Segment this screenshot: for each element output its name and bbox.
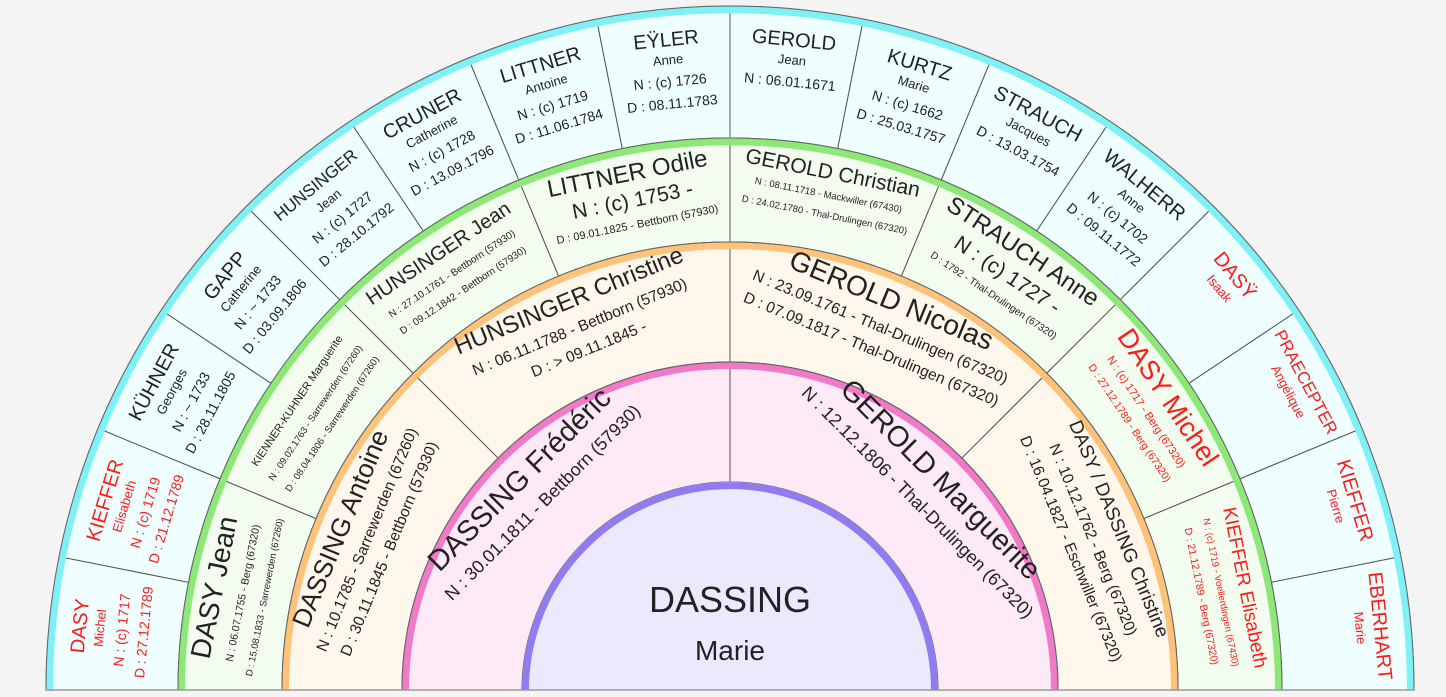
gen4-band xyxy=(46,6,1414,691)
gen3-outline xyxy=(177,137,1283,691)
root-band xyxy=(522,482,938,691)
gg-grandparent-birth: N : (c) 1717 xyxy=(110,593,133,668)
gg-grandparent-given-name: Michel xyxy=(91,608,110,647)
gg-grandparent-surname: DASY xyxy=(67,598,94,654)
gen4-outline xyxy=(45,5,1415,691)
gen1-band xyxy=(402,362,1058,691)
gen2-band xyxy=(282,242,1178,691)
gg-grandparent-birth: N : (c) 1726 xyxy=(633,70,708,93)
fan-sectors xyxy=(45,5,1415,691)
gen1-outline xyxy=(401,361,1059,691)
gen3-band xyxy=(178,138,1282,691)
root-given-name: Marie xyxy=(695,635,765,666)
root-sector[interactable] xyxy=(522,482,938,690)
gen2-outline xyxy=(281,241,1179,691)
gg-grandparent-given-name: Marie xyxy=(1351,611,1369,645)
gg-grandparent-given-name: Jean xyxy=(777,51,807,69)
root-surname: DASSING xyxy=(649,579,811,620)
gg-grandparent-given-name: Anne xyxy=(652,51,684,69)
